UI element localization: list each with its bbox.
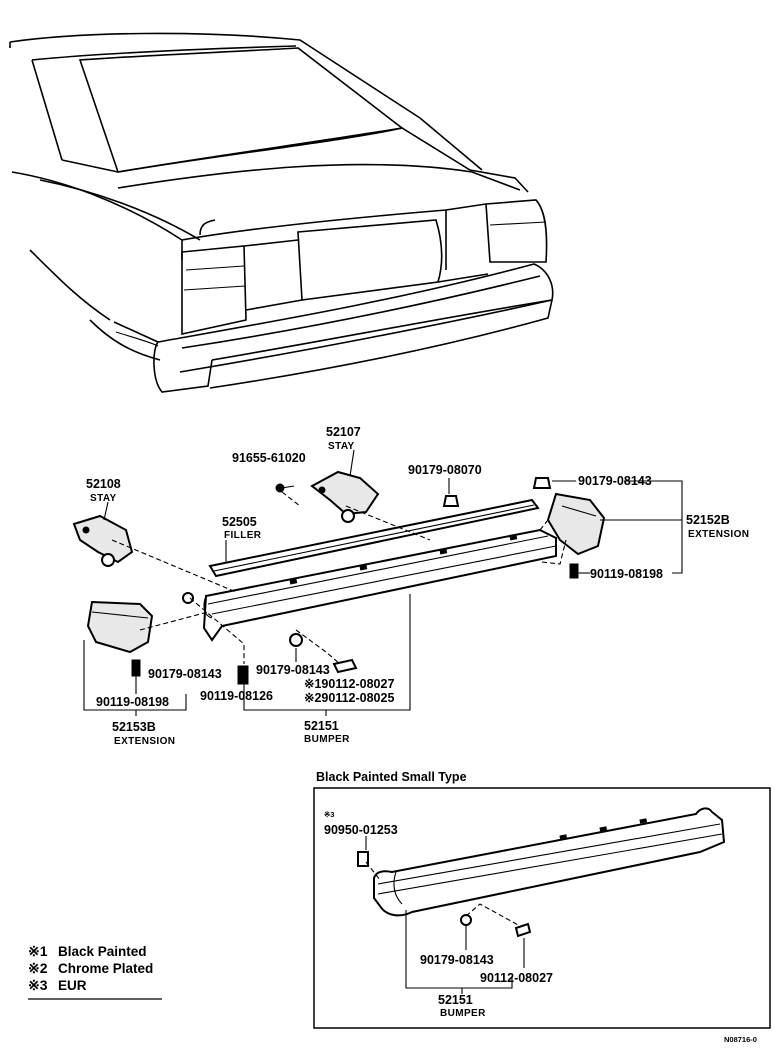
ext-left-name: EXTENSION bbox=[114, 736, 175, 747]
legend-mark-1: ※1 bbox=[28, 943, 48, 959]
legend-text-1: Black Painted bbox=[58, 944, 147, 959]
nut-center bbox=[289, 633, 303, 647]
bolt-left-pn: 90119-08198 bbox=[96, 695, 169, 709]
stay-left-name: STAY bbox=[90, 493, 117, 504]
screw-top-pn: 91655-61020 bbox=[232, 451, 306, 465]
filler-pn: 52505 bbox=[222, 515, 257, 529]
stay-right-pn: 52107 bbox=[326, 425, 361, 439]
bumper-pn: 52151 bbox=[304, 719, 339, 733]
inset-title: Black Painted Small Type bbox=[316, 770, 467, 784]
inset-small-type: Black Painted Small Type ※3 90950-01253 … bbox=[313, 770, 771, 1029]
car-rear-illustration bbox=[9, 32, 554, 393]
bolt-alt2-pn: ※290112-08025 bbox=[304, 691, 394, 705]
nut-center-pn: 90179-08143 bbox=[256, 663, 330, 677]
bolt-alt bbox=[332, 658, 358, 674]
reference-code: N08716-0 bbox=[724, 1035, 757, 1044]
bumper-part bbox=[202, 528, 557, 642]
stay-right-part bbox=[310, 470, 380, 516]
filler-name: FILLER bbox=[224, 530, 262, 541]
exploded-view: 52107 STAY 52108 STAY 91655-61020 90179-… bbox=[72, 425, 749, 747]
inset-bumper-part bbox=[373, 807, 726, 917]
inset-nut-pn: 90179-08143 bbox=[420, 953, 494, 967]
ext-left-pn: 52153B bbox=[112, 720, 156, 734]
bumper-name: BUMPER bbox=[304, 734, 350, 745]
legend: ※1 Black Painted ※2 Chrome Plated ※3 EUR bbox=[28, 943, 162, 1000]
inset-nut bbox=[460, 914, 472, 926]
inset-bolt bbox=[514, 922, 532, 938]
nut-ext-right bbox=[532, 477, 552, 489]
inset-clip-pn: 90950-01253 bbox=[324, 823, 398, 837]
nut-ext-right-pn: 90179-08143 bbox=[578, 474, 652, 488]
bolt-center-pn: 90119-08126 bbox=[200, 689, 273, 703]
stay-left-pn: 52108 bbox=[86, 477, 121, 491]
extension-right-part bbox=[546, 492, 606, 556]
legend-mark-3: ※3 bbox=[28, 977, 48, 993]
nut-left-pn: 90179-08143 bbox=[148, 667, 222, 681]
extension-left-part bbox=[86, 600, 154, 654]
inset-note-mark: ※3 bbox=[324, 810, 334, 819]
legend-mark-2: ※2 bbox=[28, 960, 48, 976]
inset-bumper-pn: 52151 bbox=[438, 993, 473, 1007]
legend-text-3: EUR bbox=[58, 978, 87, 993]
ext-right-pn: 52152B bbox=[686, 513, 730, 527]
nut-left bbox=[182, 592, 194, 604]
nut-top-pn: 90179-08070 bbox=[408, 463, 482, 477]
bolt-ext-right-pn: 90119-08198 bbox=[590, 567, 663, 581]
bolt-alt1-pn: ※190112-08027 bbox=[304, 677, 394, 691]
ext-right-name: EXTENSION bbox=[688, 529, 749, 540]
inset-bumper-name: BUMPER bbox=[440, 1008, 486, 1019]
bolt-ext-right bbox=[569, 563, 579, 579]
inset-bolt-pn: 90112-08027 bbox=[480, 971, 553, 985]
inset-clip bbox=[357, 851, 369, 867]
stay-right-name: STAY bbox=[328, 441, 355, 452]
nut-top bbox=[442, 495, 460, 507]
legend-text-2: Chrome Plated bbox=[58, 961, 153, 976]
bolt-center bbox=[237, 665, 249, 685]
stay-left-part bbox=[72, 514, 134, 564]
